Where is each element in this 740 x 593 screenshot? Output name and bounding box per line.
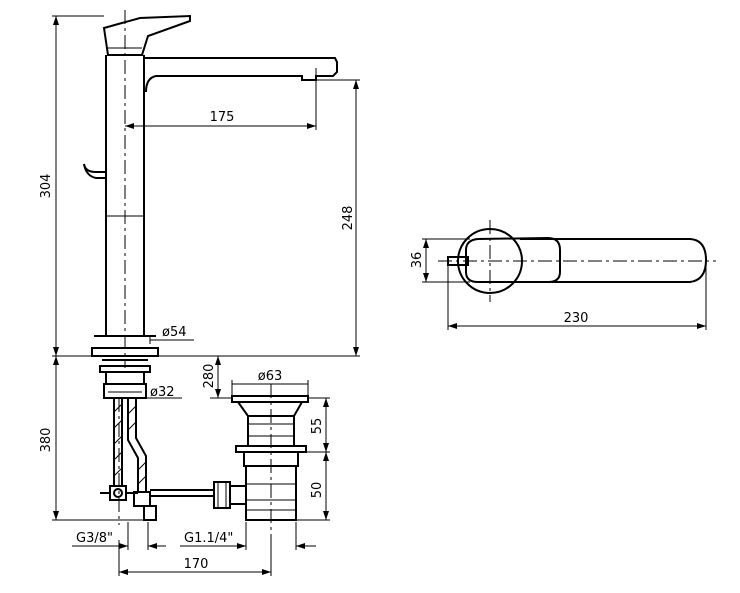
dim-below-deck-length: 380 xyxy=(39,428,54,453)
dimension-arrows xyxy=(53,16,706,575)
waste-assembly xyxy=(213,384,309,540)
mixer-side-view xyxy=(83,10,338,368)
dim-connection-thread: G3/8" xyxy=(76,531,113,546)
mixer-top-view xyxy=(438,220,716,302)
dim-max-deck-thickness: 280 xyxy=(202,364,217,389)
dimension-labels: 304 175 248 ø54 ø32 380 G3/8" ø63 280 55… xyxy=(39,110,588,572)
dim-top-view-length: 230 xyxy=(564,311,589,326)
dim-waste-diameter: ø63 xyxy=(258,369,283,384)
shank-and-hoses xyxy=(99,359,214,525)
dim-spout-height: 248 xyxy=(341,206,356,231)
dim-top-view-width: 36 xyxy=(410,252,425,269)
dim-base-diameter: ø54 xyxy=(162,325,187,340)
dimension-lines xyxy=(52,15,707,576)
dim-waste-thread: G1.1/4" xyxy=(184,531,233,546)
dim-total-height: 304 xyxy=(39,174,54,199)
dim-spout-reach: 175 xyxy=(210,110,235,125)
dim-rod-spacing: 170 xyxy=(184,557,209,572)
dim-waste-upper-height: 55 xyxy=(310,418,325,435)
dim-shank-diameter: ø32 xyxy=(150,385,175,400)
dim-waste-lower-height: 50 xyxy=(310,482,325,499)
